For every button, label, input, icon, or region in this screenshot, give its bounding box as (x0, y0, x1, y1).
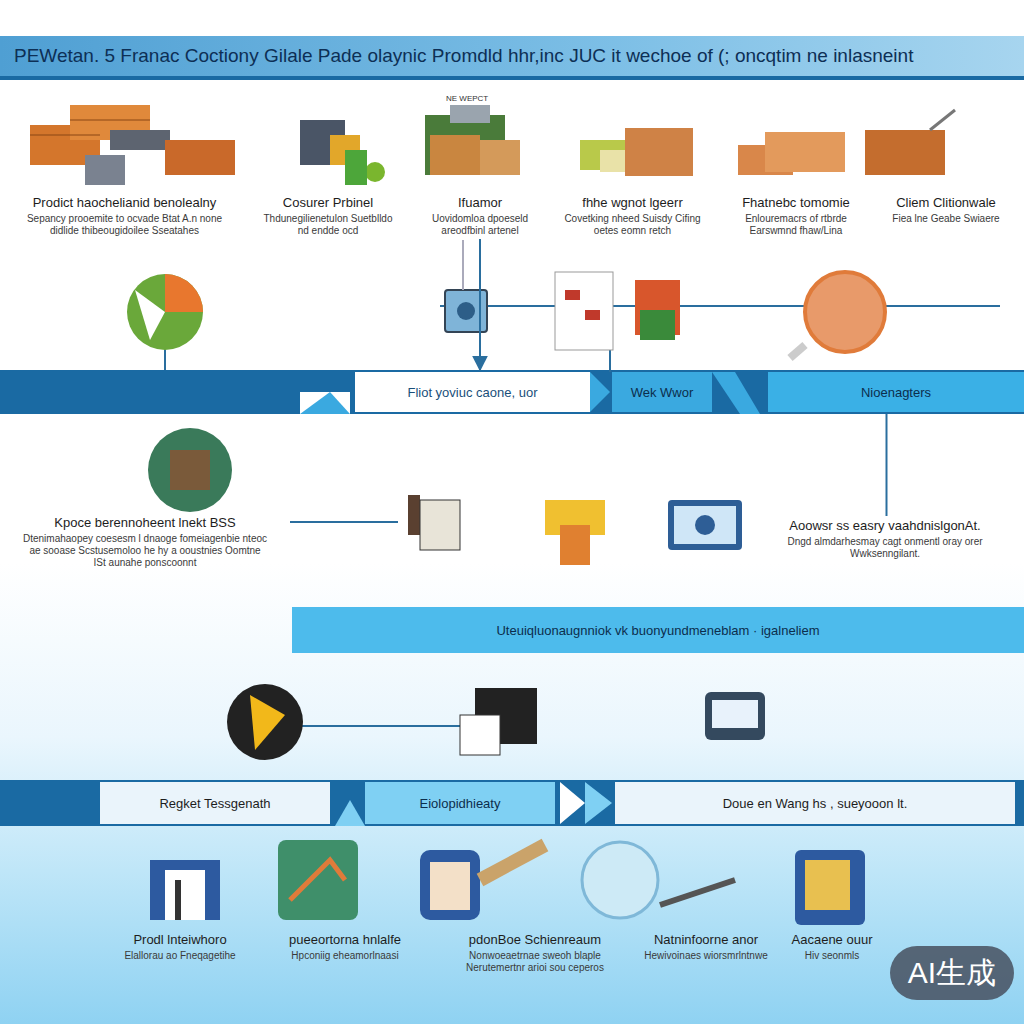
caption-heading: Aoowsr ss easry vaahdnislgonAt. (765, 518, 1005, 533)
caption-heading: Wek Wwor (631, 385, 694, 400)
caption-heading: Aacaene ouur (780, 932, 884, 947)
icon-caption: pueeortorna hnlalfeHpconiig eheamorlnaas… (255, 932, 435, 962)
caption-heading: Cliem Clitionwale (876, 195, 1016, 210)
caption-body: Uovidomloa dpoeseld areodfbinl artenel (410, 213, 550, 237)
caption-heading: Eiolopidhieaty (420, 796, 501, 811)
connector (479, 239, 481, 370)
icon-caption: Aacaene ouurHiv seonmls (780, 932, 884, 962)
caption-heading: Prodl lnteiwhoro (110, 932, 250, 947)
icon-caption: Prodl lnteiwhoroElallorau ao Fneqagetihe (110, 932, 250, 962)
icon-caption: Prodict haochelianid benolealnySepancy p… (12, 195, 237, 237)
icon-caption: fhhe wgnot lgeerrCovetking nheed Suisdy … (560, 195, 705, 237)
icon-caption: Fhatnebc tomomieEnlouremacrs of rtbrde E… (722, 195, 870, 237)
caption-heading: Fhatnebc tomomie (722, 195, 870, 210)
icon-caption: Aoowsr ss easry vaahdnislgonAt. Dngd almd… (765, 518, 1005, 560)
band-segment: Nioenagters (768, 372, 1024, 412)
caption-body: Dngd almdarhesmay cagt onmentl oray orer… (765, 536, 1005, 560)
caption-body: Hewivoinaes wiorsmrlntnwe (636, 950, 776, 962)
icon-caption: Cosurer PrbinelThdunegilienetulon Suetbl… (258, 195, 398, 237)
watermark: AI生成 (890, 946, 1014, 1000)
caption-body: Enlouremacrs of rtbrde Earswmnd fhaw/Lin… (722, 213, 870, 237)
title-text: PEWetan. 5 Franac Coctiony Gilale Pade o… (14, 45, 913, 67)
caption-body: Elallorau ao Fneqagetihe (110, 950, 250, 962)
caption-heading: pdonBoe Schienreaum (440, 932, 630, 947)
caption-heading: Prodict haochelianid benolealny (12, 195, 237, 210)
band-segment: Wek Wwor (612, 372, 712, 412)
icon-caption: IfuamorUovidomloa dpoeseld areodfbinl ar… (410, 195, 550, 237)
connector (886, 414, 888, 516)
caption-heading: Fliot yoviuc caone, uor (407, 385, 537, 400)
band-segment: Fliot yoviuc caone, uor (355, 372, 590, 412)
caption-body: Hpconiig eheamorlnaasi (255, 950, 435, 962)
caption-body: Covetking nheed Suisdy Cifing oetes eomn… (560, 213, 705, 237)
band-segment: Uteuiqluonaugnniok vk buonyundmeneblam ·… (292, 607, 1024, 653)
caption-heading: Ifuamor (410, 195, 550, 210)
tiny-sign-text: NE WEPCT (446, 94, 488, 103)
caption-heading: Cosurer Prbinel (258, 195, 398, 210)
icon-caption: Natninfoorne anorHewivoinaes wiorsmrlntn… (636, 932, 776, 962)
band-segment: Eiolopidhieaty (365, 782, 555, 824)
caption-heading: Nioenagters (861, 385, 931, 400)
title-bar: PEWetan. 5 Franac Coctiony Gilale Pade o… (0, 36, 1024, 80)
band-segment: Doue en Wang hs , sueyooon lt. (615, 782, 1015, 824)
caption-heading: Regket Tessgenath (159, 796, 270, 811)
band-segment: Regket Tessgenath (100, 782, 330, 824)
caption-body: Hiv seonmls (780, 950, 884, 962)
caption-heading: Natninfoorne anor (636, 932, 776, 947)
icon-caption: Kpoce berennoheent lnekt BSS Dtenimahaope… (22, 515, 268, 569)
caption-heading: Doue en Wang hs , sueyooon lt. (723, 796, 908, 811)
caption-heading: Kpoce berennoheent lnekt BSS (22, 515, 268, 530)
caption-body: Fiea lne Geabe Swiaere (876, 213, 1016, 225)
icon-caption: pdonBoe SchienreaumNonwoeaetrnae sweoh b… (440, 932, 630, 974)
caption-body: Nonwoeaetrnae sweoh blaple Nerutemertnr … (440, 950, 630, 974)
caption-body: Thdunegilienetulon Suetblldo nd endde oc… (258, 213, 398, 237)
caption-body: Sepancy prooemite to ocvade Btat A.n non… (12, 213, 237, 237)
caption-body: Dtenimahaopey coesesm l dnaoge fomeiagen… (22, 533, 268, 569)
caption-heading: fhhe wgnot lgeerr (560, 195, 705, 210)
icon-caption: Cliem ClitionwaleFiea lne Geabe Swiaere (876, 195, 1016, 225)
caption-heading: Uteuiqluonaugnniok vk buonyundmeneblam ·… (496, 623, 819, 638)
caption-heading: pueeortorna hnlalfe (255, 932, 435, 947)
